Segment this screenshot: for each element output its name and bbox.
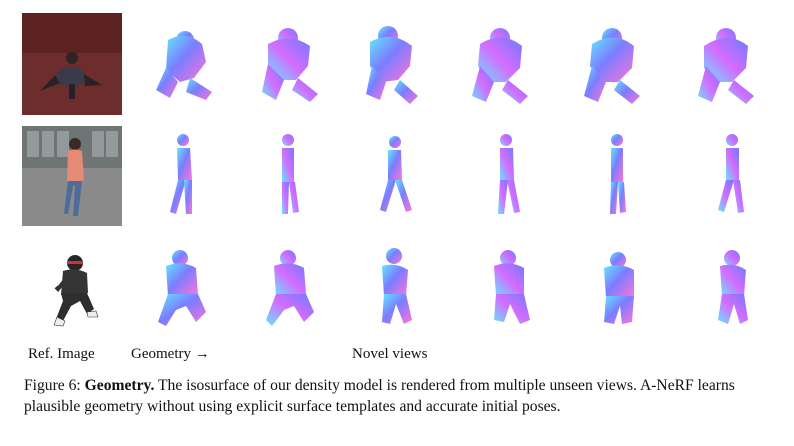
geometry-render-row3-col5 [604, 252, 634, 324]
geometry-render-row1-col3 [366, 26, 418, 104]
geometry-render-row2-col2 [282, 134, 299, 214]
geometry-render-row3-col3 [382, 248, 412, 324]
figure-caption: Figure 6: Geometry. The isosurface of ou… [24, 375, 784, 417]
geometry-render-row1-col1 [156, 31, 212, 100]
reference-image-row-3 [47, 251, 105, 331]
novel-views-label: Novel views [352, 346, 428, 362]
geometry-render-row2-col4 [498, 134, 520, 214]
geometry-render-row3-col1 [158, 250, 206, 326]
geometry-render-row3-col4 [494, 250, 530, 324]
geometry-label: Geometry → [131, 346, 210, 362]
geometry-render-row2-col3 [380, 136, 412, 212]
geometry-render-row1-col2 [262, 28, 318, 102]
geometry-grid [156, 26, 754, 326]
geometry-render-row1-col4 [472, 28, 528, 104]
caption-text: The isosurface of our density model is r… [24, 377, 735, 415]
geometry-render-row3-col6 [718, 250, 748, 324]
geometry-render-row3-col2 [266, 250, 314, 326]
reference-image-row-1 [22, 13, 122, 115]
caption-prefix: Figure 6: [24, 377, 81, 394]
geometry-render-row1-col6 [698, 28, 754, 104]
geometry-render-row1-col5 [584, 28, 640, 104]
geometry-render-row2-col6 [718, 134, 744, 213]
ref-image-label: Ref. Image [28, 346, 95, 362]
reference-image-row-2 [22, 126, 122, 226]
geometry-render-row2-col1 [170, 134, 192, 214]
caption-title: Geometry. [84, 377, 155, 394]
geometry-render-row2-col5 [610, 134, 626, 214]
